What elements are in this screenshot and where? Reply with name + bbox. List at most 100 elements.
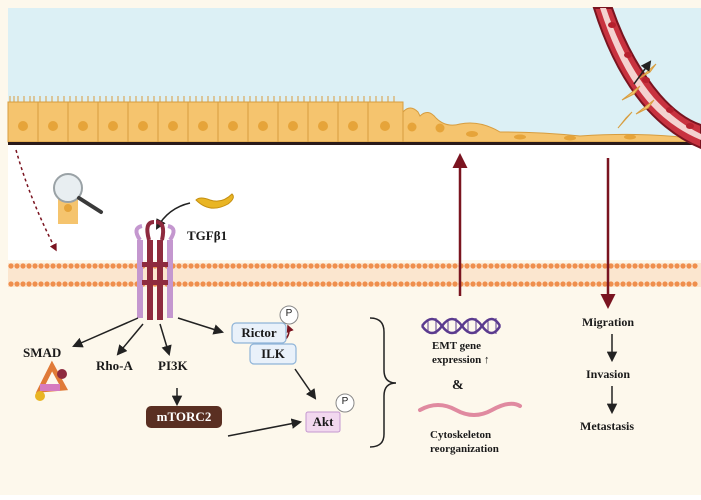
phospholipid-head — [650, 281, 656, 287]
rictor-box — [231, 322, 287, 344]
phospholipid-head — [524, 281, 530, 287]
phospholipid-head — [512, 281, 518, 287]
phospholipid-head — [224, 281, 230, 287]
tgf-beta-receptor — [134, 220, 176, 320]
phospholipid-head — [236, 263, 242, 269]
phospholipid-head — [638, 263, 644, 269]
phospholipid-head — [620, 281, 626, 287]
phospholipid-head — [464, 263, 470, 269]
phospholipid-head — [206, 263, 212, 269]
phospholipid-head — [68, 281, 74, 287]
phospholipid-head — [428, 281, 434, 287]
phospholipid-head — [422, 263, 428, 269]
phospholipid-head — [224, 263, 230, 269]
phospholipid-head — [452, 263, 458, 269]
phospholipid-head — [374, 263, 380, 269]
phospholipid-head — [566, 281, 572, 287]
dna-helix-icon — [420, 317, 502, 335]
ilk-box — [249, 343, 297, 365]
phospholipid-head — [584, 281, 590, 287]
phospholipid-head — [662, 281, 668, 287]
phospholipid-head — [14, 263, 20, 269]
phospholipid-head — [194, 281, 200, 287]
upper-white-band — [8, 140, 701, 260]
epithelial-layer — [7, 96, 701, 143]
magnifier-icon — [53, 173, 103, 224]
phospholipid-head — [230, 281, 236, 287]
phospholipid-head — [80, 281, 86, 287]
phospholipid-head — [110, 263, 116, 269]
emt-label-line1: EMT gene — [432, 340, 481, 352]
phospholipid-head — [248, 281, 254, 287]
phospholipid-head — [440, 263, 446, 269]
phospholipid-head — [590, 281, 596, 287]
phospholipid-head — [278, 263, 284, 269]
phospholipid-head — [212, 281, 218, 287]
phospholipid-head — [560, 281, 566, 287]
phospholipid-head — [566, 263, 572, 269]
phospholipid-head — [674, 263, 680, 269]
phospholipid-head — [692, 281, 698, 287]
phospholipid-head — [416, 281, 422, 287]
phospholipid-head — [596, 281, 602, 287]
phospholipid-head — [254, 263, 260, 269]
phospholipid-head — [266, 281, 272, 287]
signaling-arrows — [72, 317, 317, 437]
phospholipid-head — [404, 281, 410, 287]
phospholipid-head — [296, 281, 302, 287]
phospholipid-head — [554, 263, 560, 269]
phospholipid-head — [488, 281, 494, 287]
phospholipid-head — [272, 281, 278, 287]
phospholipid-head — [188, 263, 194, 269]
phospholipid-head — [20, 263, 26, 269]
phospholipid-head — [674, 281, 680, 287]
phospholipid-head — [128, 263, 134, 269]
phospholipid-head — [446, 263, 452, 269]
phospholipid-head — [368, 281, 374, 287]
phospholipid-head — [650, 263, 656, 269]
phospholipid-head — [476, 281, 482, 287]
phospholipid-head — [578, 281, 584, 287]
emt-label-line2: expression ↑ — [432, 354, 490, 366]
phospholipid-head — [206, 281, 212, 287]
phospholipid-head — [122, 281, 128, 287]
phospholipid-head — [536, 281, 542, 287]
phospholipid-head — [350, 263, 356, 269]
phospholipid-head — [680, 281, 686, 287]
phospholipid-head — [182, 281, 188, 287]
phospholipid-head — [680, 263, 686, 269]
phospholipid-head — [110, 281, 116, 287]
phospholipid-head — [554, 281, 560, 287]
phospholipid-head — [626, 281, 632, 287]
phospholipid-head — [98, 281, 104, 287]
phospholipid-head — [620, 263, 626, 269]
phospholipid-head — [260, 281, 266, 287]
cytoskeleton-filament-icon — [418, 401, 522, 417]
phospholipid-head — [470, 263, 476, 269]
mtorc2-label: mTORC2 — [156, 409, 212, 424]
phospholipid-head — [386, 263, 392, 269]
ligand-label: TGFβ1 — [187, 228, 228, 243]
phospholipid-head — [524, 263, 530, 269]
phospholipid-head — [116, 281, 122, 287]
phospholipid-head — [464, 281, 470, 287]
phospholipid-head — [20, 281, 26, 287]
phospholipid-head — [470, 281, 476, 287]
phospholipid-head — [608, 263, 614, 269]
phospholipid-head — [644, 263, 650, 269]
phospholipid-head — [62, 263, 68, 269]
phospholipid-head — [608, 281, 614, 287]
phospholipid-head — [338, 281, 344, 287]
cell-borders — [37, 102, 369, 142]
phospholipid-head — [632, 281, 638, 287]
phospholipid-head — [38, 263, 44, 269]
phospholipid-head — [284, 263, 290, 269]
phospholipid-head — [104, 263, 110, 269]
akt-box — [305, 411, 341, 433]
microvilli — [9, 96, 395, 102]
phospholipid-head — [518, 263, 524, 269]
phospholipid-head — [266, 263, 272, 269]
phospholipid-head — [308, 263, 314, 269]
